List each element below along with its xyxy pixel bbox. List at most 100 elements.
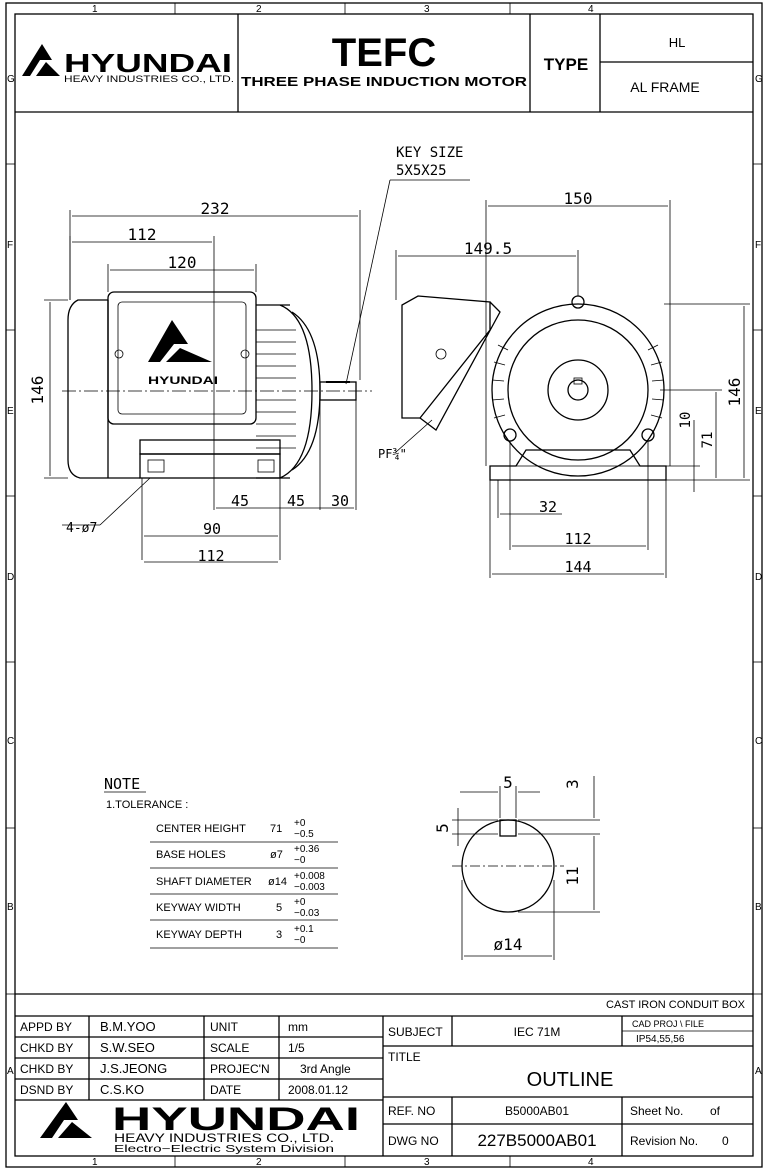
dim-30: 30	[331, 492, 349, 510]
note-row-center-height-value: 71	[270, 823, 282, 835]
note-row-center-height-label: CENTER HEIGHT	[156, 823, 246, 835]
hyundai-logo-icon	[22, 44, 60, 76]
ref-no-label: REF. NO	[388, 1104, 435, 1118]
row-label-left-f: F	[7, 240, 13, 251]
front-view-dimensions: 150 149.5 146 10 71 32 112 144	[395, 189, 750, 578]
note-row-keyway-width-label: KEYWAY WIDTH	[156, 902, 241, 914]
pf-label: PF¾"	[378, 447, 407, 461]
base-holes-label: 4-ø7	[66, 521, 97, 536]
dwg-no-value: 227B5000AB01	[477, 1131, 596, 1150]
col-label-bottom-1: 1	[92, 1157, 98, 1168]
row-label-right-d: D	[755, 572, 762, 583]
title-block-company: HEAVY INDUSTRIES CO., LTD.	[114, 1131, 334, 1145]
cad-proj-label: CAD PROJ \ FILE	[632, 1019, 704, 1029]
row-label-left-b: B	[7, 902, 14, 913]
row-label-left-c: C	[7, 736, 14, 747]
note-subtitle: 1.TOLERANCE :	[106, 799, 188, 811]
ref-no-value: B5000AB01	[505, 1104, 569, 1118]
keyway-dim-5-width: 5	[503, 773, 513, 792]
key-size-label: KEY SIZE	[396, 145, 463, 161]
scale-label: SCALE	[210, 1041, 249, 1055]
inner-frame	[14, 13, 754, 1157]
dim-149-5: 149.5	[464, 239, 512, 258]
projection-value: 3rd Angle	[300, 1062, 351, 1076]
row-label-right-a: A	[755, 1066, 762, 1077]
dim-90: 90	[203, 520, 221, 538]
note-row-base-holes-value: ø7	[270, 849, 283, 861]
header-type-label: TYPE	[544, 55, 588, 74]
chkd2-label: CHKD BY	[20, 1062, 73, 1076]
header-logo-text: HYUNDAI	[64, 48, 232, 78]
dim-71: 71	[700, 432, 716, 449]
note-row-keyway-depth-lower: −0	[294, 935, 306, 946]
dim-146-side: 146	[28, 376, 47, 405]
header-company: HEAVY INDUSTRIES CO., LTD.	[64, 74, 234, 84]
key-size-value: 5X5X25	[396, 163, 447, 179]
col-label-bottom-4: 4	[588, 1157, 594, 1168]
subject-label: SUBJECT	[388, 1025, 443, 1039]
dim-112-top: 112	[128, 225, 157, 244]
motor-side-view: HYUNDAI	[62, 291, 372, 479]
subject-value: IEC 71M	[514, 1025, 561, 1039]
note-row-shaft-diameter-upper: +0.008	[294, 871, 325, 882]
row-label-left-g: G	[7, 74, 15, 85]
dim-45-left: 45	[231, 492, 249, 510]
dim-120: 120	[168, 253, 197, 272]
dim-112-front: 112	[564, 530, 591, 548]
side-view-dimensions: 232 112 120 146 45 45 30 90 112 4-ø7 KEY…	[28, 145, 470, 565]
note-row-shaft-diameter-value: ø14	[268, 876, 287, 888]
grid-labels: 1 2 3 4 1 2 3 4 G F E D C B A G F E D C …	[7, 4, 763, 1168]
header-model: TEFC	[332, 31, 436, 75]
row-label-right-e: E	[755, 406, 762, 417]
title-label: TITLE	[388, 1050, 421, 1064]
dim-10: 10	[678, 412, 694, 429]
note-row-keyway-width-upper: +0	[294, 897, 306, 908]
note-row-keyway-width-lower: −0.03	[294, 908, 320, 919]
scale-value: 1/5	[288, 1041, 305, 1055]
keyway-dim-5-height: 5	[433, 823, 452, 833]
dim-150: 150	[564, 189, 593, 208]
dwg-no-label: DWG NO	[388, 1134, 439, 1148]
note-row-base-holes-upper: +0.36	[294, 844, 320, 855]
row-label-right-f: F	[755, 240, 761, 251]
date-value: 2008.01.12	[288, 1083, 348, 1097]
chkd1-value: S.W.SEO	[100, 1040, 155, 1055]
dim-32: 32	[539, 498, 557, 516]
revision-value: 0	[722, 1134, 729, 1148]
header: HYUNDAI HEAVY INDUSTRIES CO., LTD. TEFC …	[15, 14, 753, 113]
header-type-value-2: AL FRAME	[630, 79, 700, 95]
cad-proj-value: IP54,55,56	[636, 1034, 685, 1045]
note-title: NOTE	[104, 775, 140, 793]
dim-232: 232	[201, 199, 230, 218]
conduit-note: CAST IRON CONDUIT BOX	[606, 999, 746, 1011]
title-block: CAST IRON CONDUIT BOX APPD BY B.M.YOO CH…	[15, 993, 753, 1156]
keyway-dim-14: ø14	[494, 935, 523, 954]
projection-label: PROJEC'N	[210, 1062, 270, 1076]
note-row-center-height-lower: −0.5	[294, 829, 314, 840]
hyundai-logo-bottom-icon	[40, 1102, 92, 1138]
row-label-right-b: B	[755, 902, 762, 913]
unit-label: UNIT	[210, 1020, 239, 1034]
note-row-shaft-diameter-lower: −0.003	[294, 882, 325, 893]
row-label-left-a: A	[7, 1066, 14, 1077]
row-label-right-c: C	[755, 736, 762, 747]
dim-146-front: 146	[725, 378, 744, 407]
date-label: DATE	[210, 1083, 241, 1097]
dim-144: 144	[564, 558, 591, 576]
col-label-bottom-3: 3	[424, 1157, 430, 1168]
sheet-no-label: Sheet No.	[630, 1104, 683, 1118]
revision-label: Revision No.	[630, 1134, 698, 1148]
row-label-right-g: G	[755, 74, 763, 85]
title-block-division: Electro−Electric System Division	[114, 1144, 334, 1155]
dsnd-label: DSND BY	[20, 1083, 73, 1097]
dsnd-value: C.S.KO	[100, 1082, 144, 1097]
header-subtitle: THREE PHASE INDUCTION MOTOR	[241, 74, 528, 89]
unit-value: mm	[288, 1020, 308, 1034]
motor-front-view: PF¾"	[378, 295, 667, 481]
keyway-dim-3: 3	[563, 779, 582, 789]
tolerance-note: NOTE 1.TOLERANCE : CENTER HEIGHT 71 +0 −…	[104, 775, 338, 949]
title-block-logo-text: HYUNDAI	[112, 1101, 360, 1137]
chkd2-value: J.S.JEONG	[100, 1061, 167, 1076]
note-row-shaft-diameter-label: SHAFT DIAMETER	[156, 876, 252, 888]
